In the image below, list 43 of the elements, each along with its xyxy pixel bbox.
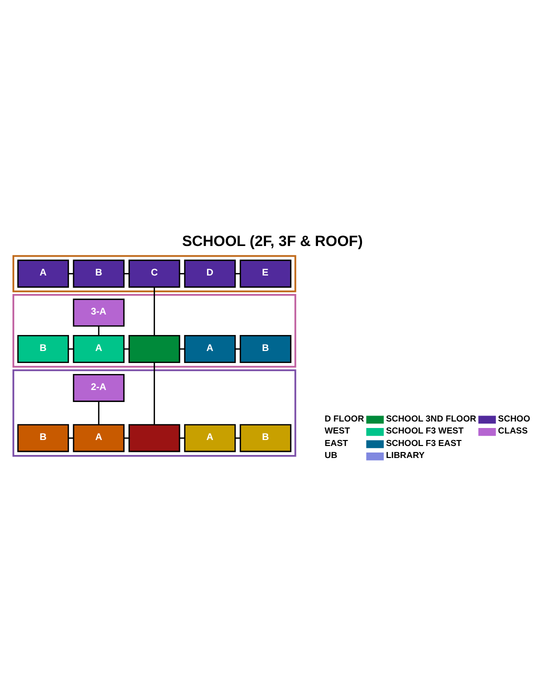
connector [98,401,100,425]
legend-label: EAST [324,438,348,448]
node-box: B [17,334,69,364]
node-box [128,334,180,364]
legend-label: SCHOOL F3 WEST [386,426,464,436]
node-box: B [72,260,125,288]
node-box: D [184,260,236,288]
connector [154,362,155,425]
node-box: A [17,260,69,288]
node-box: B [240,334,292,364]
node-box [128,424,180,452]
diagram-title: SCHOOL (2F, 3F & ROOF) [182,234,363,250]
node-box: A [184,424,236,452]
node-box: 2-A [72,374,125,402]
legend-label: LIBRARY [386,450,425,460]
node-box: A [72,424,125,452]
connector [124,437,130,439]
legend-label: SCHOOL 3ND FLOOR [386,413,476,424]
cluster [12,294,296,368]
node-box: A [72,334,125,364]
legend-label: SCHOO [498,413,530,424]
legend-label: UB [324,450,338,460]
node-box: B [17,424,69,452]
node-box: A [184,334,236,364]
node-box: 3-A [72,298,125,327]
connector [124,273,130,274]
cluster [12,369,296,457]
node-box: C [128,260,180,288]
legend-label: CLASS [498,426,528,436]
node-box: E [240,260,292,288]
legend-label: SCHOOL F3 EAST [386,438,462,448]
connector [68,437,74,439]
legend-label: WEST [324,426,350,436]
node-box: B [240,424,292,452]
legend-label: D FLOOR [324,413,364,424]
cluster [12,255,296,292]
connector [98,326,100,336]
connector [180,437,185,439]
connector [154,287,155,336]
connector [180,273,185,274]
connector [235,437,240,439]
connector [68,273,74,274]
connector [235,273,240,274]
